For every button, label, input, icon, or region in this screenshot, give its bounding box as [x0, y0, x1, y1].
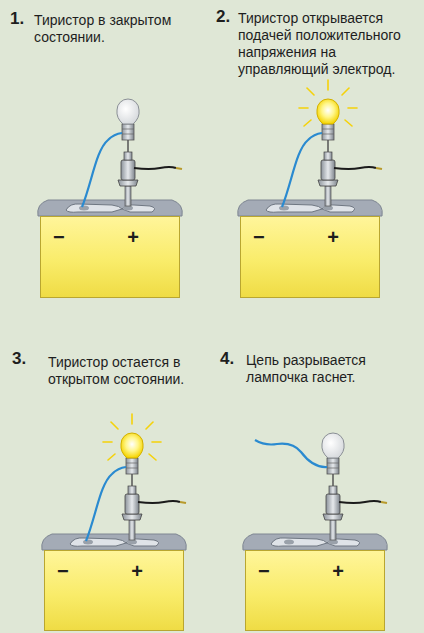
step-number: 1.	[10, 10, 34, 27]
battery-body: −+	[240, 216, 380, 298]
plus-sign: +	[327, 227, 339, 247]
step-caption: Тиристор открывается подачей положительн…	[238, 10, 420, 78]
step-caption: Тиристор остается в открытом состоянии.	[48, 354, 208, 388]
battery-body: −+	[40, 216, 180, 298]
plus-sign: +	[131, 561, 143, 581]
step-number: 4.	[220, 350, 244, 367]
step-caption: Цепь разрывается лампочка гаснет.	[246, 352, 418, 386]
minus-sign: −	[253, 227, 265, 247]
battery-body: −+	[245, 550, 385, 631]
plus-sign: +	[332, 561, 344, 581]
plus-sign: +	[127, 227, 139, 247]
minus-sign: −	[57, 561, 69, 581]
battery-body: −+	[44, 550, 184, 631]
minus-sign: −	[53, 227, 65, 247]
step-caption: Тиристор в закрытом состоянии.	[34, 12, 204, 46]
step-number: 3.	[12, 350, 36, 367]
step-number: 2.	[216, 8, 240, 25]
minus-sign: −	[258, 561, 270, 581]
